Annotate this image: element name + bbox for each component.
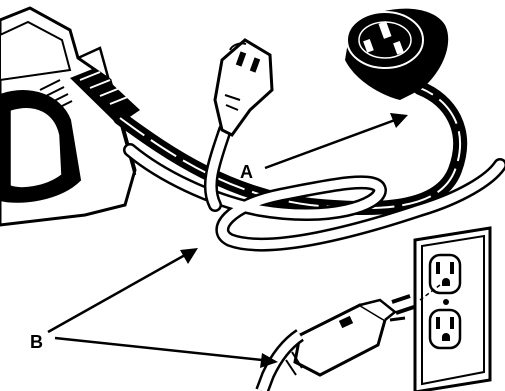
label-a: A <box>240 162 253 182</box>
grounded-plug <box>262 285 440 391</box>
round-socket-connector <box>345 9 448 100</box>
wall-outlet <box>415 228 490 391</box>
cord-outlet-end <box>215 40 272 135</box>
arrow-b-upper <box>48 248 198 332</box>
label-b: B <box>30 332 43 352</box>
arrow-b-lower <box>55 338 278 368</box>
arrow-a <box>265 113 408 168</box>
